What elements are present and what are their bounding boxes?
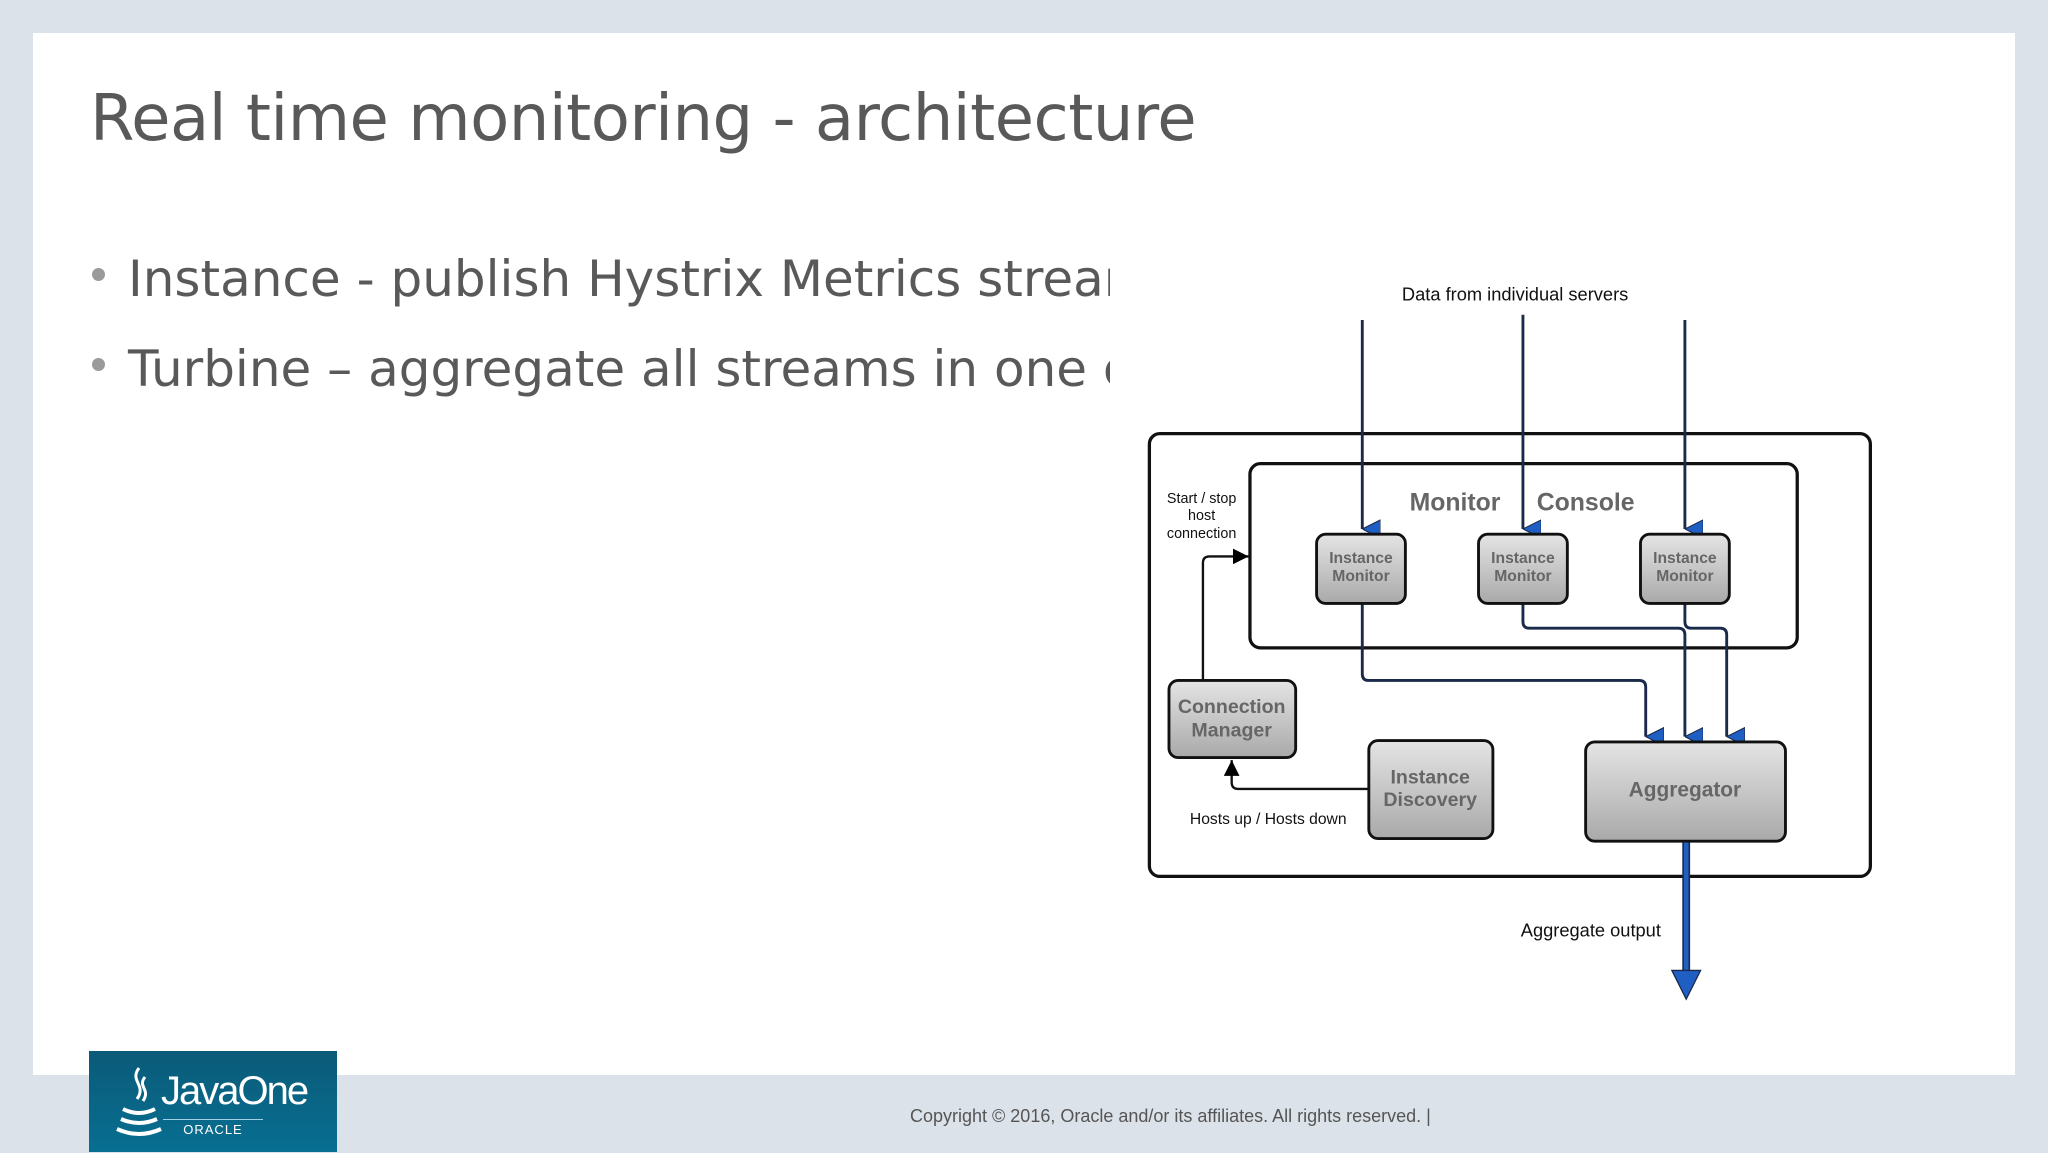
route-arrow-3 bbox=[1683, 603, 1727, 736]
instance-discovery-box bbox=[1367, 739, 1495, 840]
instance-monitor-2 bbox=[1477, 532, 1569, 605]
start-stop-label: host bbox=[1188, 508, 1215, 524]
instance-monitor-3-label: Instance bbox=[1653, 550, 1717, 567]
hosts-label: Hosts up / Hosts down bbox=[1190, 811, 1347, 828]
top-label: Data from individual servers bbox=[1402, 283, 1628, 304]
connection-manager-box bbox=[1167, 679, 1298, 759]
bullet-item: Instance - publish Hystrix Metrics strea… bbox=[90, 250, 1110, 340]
bullet-dot-icon bbox=[92, 268, 105, 281]
console-word2: Console bbox=[1537, 490, 1635, 517]
output-arrowhead-icon bbox=[1670, 969, 1702, 1001]
instance-monitor-boxes: Instance Monitor Instance Monitor Instan… bbox=[1315, 532, 1731, 605]
instance-monitor-1-label: Monitor bbox=[1332, 568, 1389, 585]
java-cup-icon bbox=[116, 1067, 162, 1136]
hosts-arrow bbox=[1223, 760, 1369, 791]
logo-text: JavaOne bbox=[161, 1069, 309, 1113]
bullet-text: Instance - publish Hystrix Metrics strea… bbox=[128, 250, 1110, 308]
instance-monitor-2-label: Instance bbox=[1491, 550, 1555, 567]
slide-title: Real time monitoring - architecture bbox=[90, 82, 1197, 156]
turbine-outer-box bbox=[1147, 432, 1872, 879]
start-stop-arrow bbox=[1201, 548, 1249, 681]
javaone-logo: JavaOne ORACLE bbox=[89, 1051, 337, 1152]
route-arrow-2 bbox=[1521, 603, 1685, 736]
output-label: Aggregate output bbox=[1521, 919, 1661, 940]
start-stop-label: connection bbox=[1167, 526, 1236, 542]
instance-monitor-1 bbox=[1315, 532, 1407, 605]
copyright-notice: Copyright © 2016, Oracle and/or its affi… bbox=[910, 1106, 1431, 1126]
instance-discovery-label: Instance bbox=[1390, 767, 1470, 789]
bullet-list: Instance - publish Hystrix Metrics strea… bbox=[90, 250, 1110, 430]
bullet-item: Turbine – aggregate all streams in one c… bbox=[90, 340, 1110, 430]
start-stop-label: Start / stop bbox=[1167, 491, 1236, 507]
aggregator-label: Aggregator bbox=[1629, 779, 1742, 802]
instance-monitor-3-label: Monitor bbox=[1656, 568, 1713, 585]
route-arrow-1 bbox=[1360, 603, 1645, 736]
logo-subtext: ORACLE bbox=[163, 1119, 263, 1137]
instance-monitor-3 bbox=[1639, 532, 1731, 605]
bullet-text: Turbine – aggregate all streams in one c… bbox=[128, 340, 1110, 398]
console-word1: Monitor bbox=[1410, 490, 1501, 517]
connection-manager-label: Manager bbox=[1191, 720, 1272, 742]
instance-monitor-1-label: Instance bbox=[1329, 550, 1393, 567]
instance-discovery-label: Discovery bbox=[1383, 789, 1477, 811]
aggregator-box bbox=[1584, 740, 1787, 843]
instance-monitor-2-label: Monitor bbox=[1494, 568, 1551, 585]
bullet-dot-icon bbox=[92, 358, 105, 371]
connection-manager-label: Connection bbox=[1178, 696, 1286, 718]
